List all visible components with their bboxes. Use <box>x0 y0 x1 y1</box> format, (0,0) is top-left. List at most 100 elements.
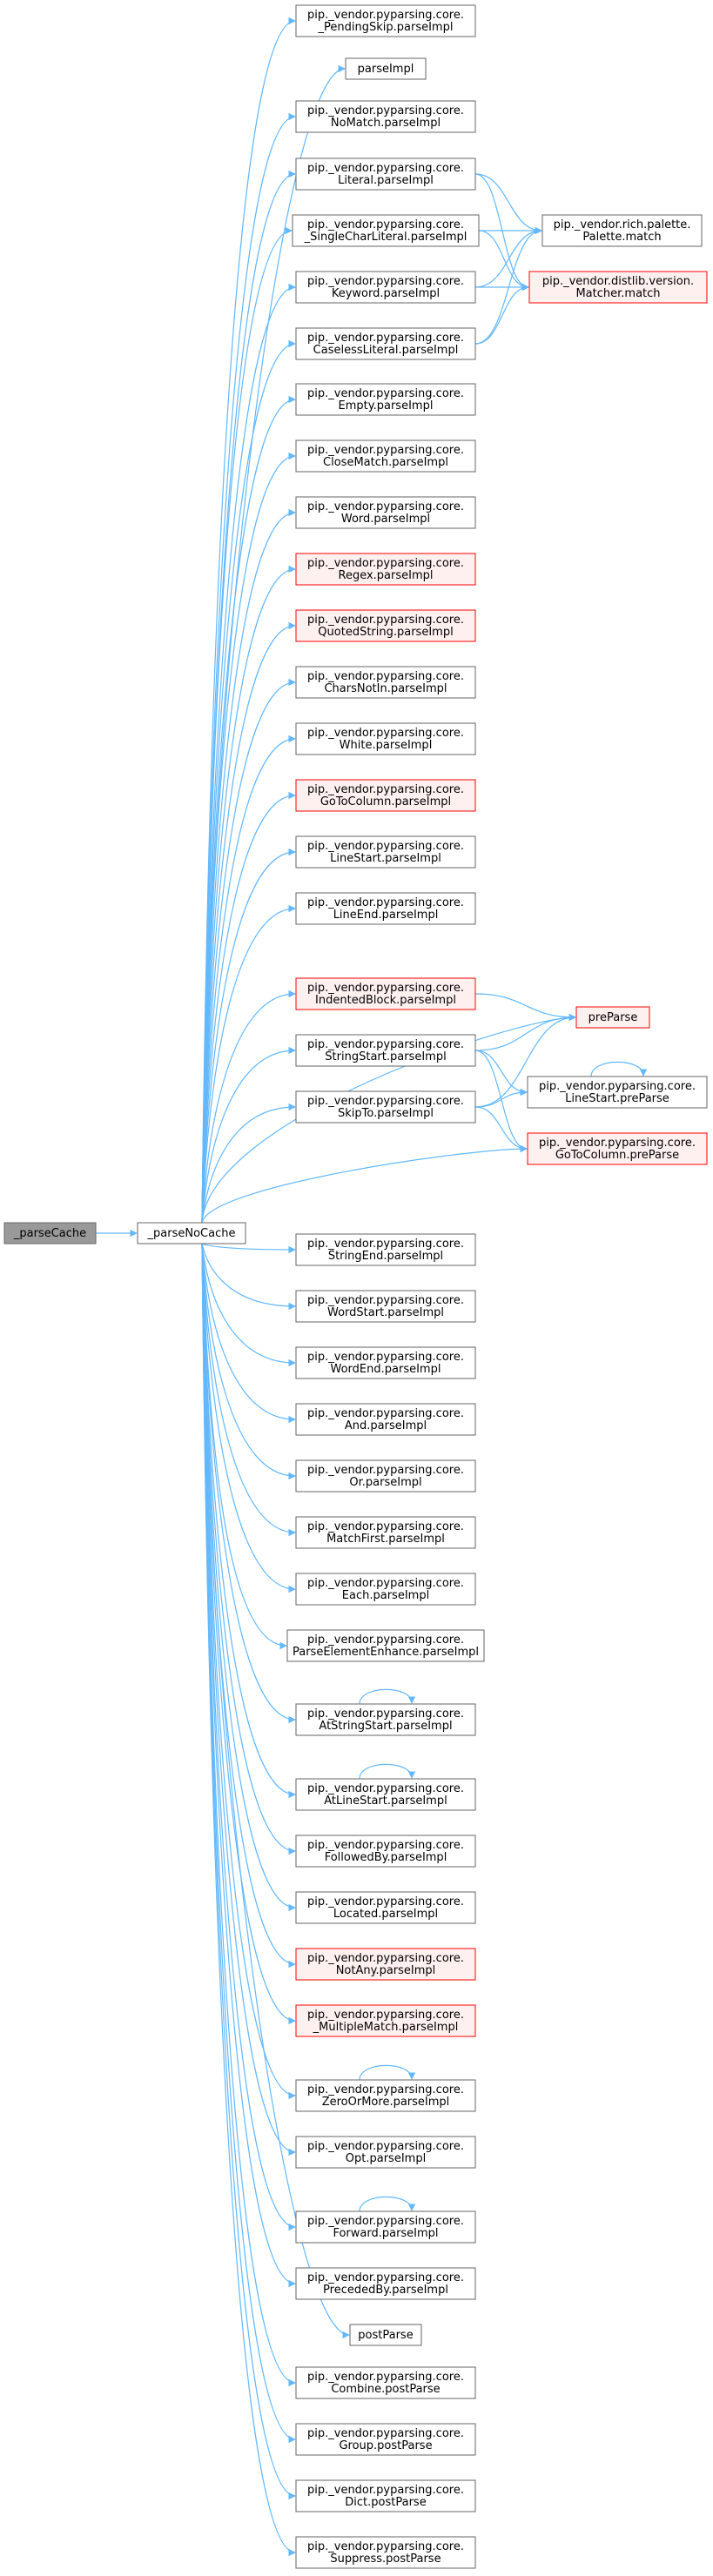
node-indented-block[interactable]: pip._vendor.pyparsing.core.IndentedBlock… <box>295 977 476 1010</box>
node-label: pip._vendor.pyparsing.core. <box>307 1294 464 1307</box>
node-word-start[interactable]: pip._vendor.pyparsing.core.WordStart.par… <box>295 1290 476 1323</box>
node-and[interactable]: pip._vendor.pyparsing.core.And.parseImpl <box>295 1403 476 1436</box>
node-box <box>345 57 427 80</box>
node-at-string-start[interactable]: pip._vendor.pyparsing.core.AtStringStart… <box>295 1703 476 1736</box>
node-each[interactable]: pip._vendor.pyparsing.core.Each.parseImp… <box>295 1573 476 1606</box>
node-keyword[interactable]: pip._vendor.pyparsing.core.Keyword.parse… <box>295 271 476 304</box>
node-label: Each.parseImpl <box>342 1589 429 1602</box>
node-label: pip._vendor.pyparsing.core. <box>307 1464 464 1477</box>
node-multiple-match[interactable]: pip._vendor.pyparsing.core._MultipleMatc… <box>295 2004 476 2037</box>
edge-line-start-pre-to-line-start-pre <box>590 1061 648 1077</box>
node-box <box>295 1516 476 1549</box>
node-dict[interactable]: pip._vendor.pyparsing.core.Dict.postPars… <box>295 2479 476 2512</box>
node-box <box>295 722 476 755</box>
node-single-char-literal[interactable]: pip._vendor.pyparsing.core._SingleCharLi… <box>292 214 480 247</box>
node-or[interactable]: pip._vendor.pyparsing.core.Or.parseImpl <box>295 1459 476 1493</box>
node-post-parse[interactable]: postParse <box>349 2324 422 2346</box>
node-label: Or.parseImpl <box>349 1476 421 1489</box>
node-match-first[interactable]: pip._vendor.pyparsing.core.MatchFirst.pa… <box>295 1516 476 1549</box>
node-combine[interactable]: pip._vendor.pyparsing.core.Combine.postP… <box>295 2366 476 2399</box>
node-chars-not-in[interactable]: pip._vendor.pyparsing.core.CharsNotIn.pa… <box>295 666 476 699</box>
node-quoted-string[interactable]: pip._vendor.pyparsing.core.QuotedString.… <box>295 609 476 642</box>
node-string-end[interactable]: pip._vendor.pyparsing.core.StringEnd.par… <box>295 1233 476 1266</box>
node-followed-by[interactable]: pip._vendor.pyparsing.core.FollowedBy.pa… <box>295 1835 476 1868</box>
node-opt[interactable]: pip._vendor.pyparsing.core.Opt.parseImpl <box>295 2136 476 2169</box>
node-label: White.parseImpl <box>340 739 433 752</box>
node-close-match[interactable]: pip._vendor.pyparsing.core.CloseMatch.pa… <box>295 439 476 473</box>
edge-parse-no-cache-to-chars-not-in <box>201 678 296 1224</box>
node-skip-to[interactable]: pip._vendor.pyparsing.core.SkipTo.parseI… <box>295 1090 476 1124</box>
node-literal[interactable]: pip._vendor.pyparsing.core.Literal.parse… <box>295 158 476 191</box>
node-parse-cache[interactable]: _parseCache <box>3 1222 97 1244</box>
node-matcher-match[interactable]: pip._vendor.distlib.version.Matcher.matc… <box>528 271 708 304</box>
node-label: pip._vendor.pyparsing.core. <box>307 2427 464 2440</box>
edge-parse-no-cache-to-line-start-impl <box>201 848 296 1224</box>
node-suppress[interactable]: pip._vendor.pyparsing.core.Suppress.post… <box>295 2536 476 2569</box>
node-label: postParse <box>358 2329 413 2342</box>
edge-string-start-to-line-start-pre <box>474 1050 528 1097</box>
node-label: _parseCache <box>13 1227 86 1240</box>
edge-parse-no-cache-to-regex <box>201 565 296 1224</box>
edge-parse-no-cache-to-word-start <box>201 1243 296 1311</box>
node-word-end[interactable]: pip._vendor.pyparsing.core.WordEnd.parse… <box>295 1346 476 1379</box>
edge-parse-no-cache-to-string-end <box>201 1243 296 1254</box>
node-label: Regex.parseImpl <box>339 569 434 582</box>
node-label: Suppress.postParse <box>330 2553 441 2566</box>
node-label: Combine.postParse <box>331 2383 440 2396</box>
edge-parse-no-cache-to-go-to-column-impl <box>201 791 296 1224</box>
node-label: LineStart.parseImpl <box>330 852 441 865</box>
node-label: pip._vendor.distlib.version. <box>542 275 694 288</box>
node-line-end[interactable]: pip._vendor.pyparsing.core.LineEnd.parse… <box>295 892 476 925</box>
node-label: pip._vendor.pyparsing.core. <box>307 614 464 627</box>
node-parse-no-cache[interactable]: _parseNoCache <box>137 1222 246 1244</box>
node-caseless-literal[interactable]: pip._vendor.pyparsing.core.CaselessLiter… <box>295 327 476 360</box>
node-string-start[interactable]: pip._vendor.pyparsing.core.StringStart.p… <box>295 1034 476 1067</box>
node-no-match[interactable]: pip._vendor.pyparsing.core.NoMatch.parse… <box>295 100 476 133</box>
node-label: _MultipleMatch.parseImpl <box>313 2021 459 2034</box>
node-label: pip._vendor.pyparsing.core. <box>307 1095 464 1108</box>
node-label: pip._vendor.pyparsing.core. <box>307 2083 464 2096</box>
node-palette-match[interactable]: pip._vendor.rich.palette.Palette.match <box>541 214 703 247</box>
edge-keyword-to-palette-match <box>474 226 542 288</box>
node-located[interactable]: pip._vendor.pyparsing.core.Located.parse… <box>295 1891 476 1924</box>
node-line-start-pre[interactable]: pip._vendor.pyparsing.core.LineStart.pre… <box>527 1076 708 1109</box>
node-at-line-start[interactable]: pip._vendor.pyparsing.core.AtLineStart.p… <box>295 1778 476 1811</box>
node-pre-parse[interactable]: preParse <box>575 1006 650 1029</box>
node-box <box>295 2479 476 2512</box>
edge-parse-no-cache-to-suppress <box>201 1243 296 2557</box>
node-label: WordEnd.parseImpl <box>331 1363 441 1376</box>
node-group[interactable]: pip._vendor.pyparsing.core.Group.postPar… <box>295 2423 476 2456</box>
edge-parse-no-cache-to-quoted-string <box>201 621 296 1224</box>
node-not-any[interactable]: pip._vendor.pyparsing.core.NotAny.parseI… <box>295 1948 476 1981</box>
node-box <box>349 2324 422 2346</box>
node-parse-element-enhance[interactable]: pip._vendor.pyparsing.core.ParseElementE… <box>286 1629 485 1662</box>
edge-forward-to-forward <box>359 2196 416 2212</box>
node-parse-impl[interactable]: parseImpl <box>345 57 427 80</box>
node-pending-skip[interactable]: pip._vendor.pyparsing.core._PendingSkip.… <box>295 4 476 37</box>
edge-string-start-to-pre-parse <box>474 1013 576 1051</box>
node-box <box>295 496 476 529</box>
node-white[interactable]: pip._vendor.pyparsing.core.White.parseIm… <box>295 722 476 755</box>
node-forward[interactable]: pip._vendor.pyparsing.core.Forward.parse… <box>295 2210 476 2244</box>
edge-parse-no-cache-to-post-parse <box>201 1243 350 2339</box>
edge-parse-no-cache-to-white <box>201 735 296 1224</box>
node-label: pip._vendor.pyparsing.core. <box>307 1520 464 1533</box>
edge-parse-no-cache-to-word-end <box>201 1243 296 1367</box>
node-zero-or-more[interactable]: pip._vendor.pyparsing.core.ZeroOrMore.pa… <box>295 2079 476 2112</box>
node-label: pip._vendor.pyparsing.core. <box>307 1707 464 1721</box>
edge-caseless-literal-to-matcher-match <box>474 283 529 345</box>
node-regex[interactable]: pip._vendor.pyparsing.core.Regex.parseIm… <box>295 553 476 586</box>
node-box <box>295 779 476 812</box>
edge-parse-no-cache-to-and <box>201 1243 296 1424</box>
node-go-to-column-pre[interactable]: pip._vendor.pyparsing.core.GoToColumn.pr… <box>527 1132 708 1165</box>
node-label: AtStringStart.parseImpl <box>319 1720 452 1733</box>
node-go-to-column-impl[interactable]: pip._vendor.pyparsing.core.GoToColumn.pa… <box>295 779 476 812</box>
node-box <box>295 1778 476 1811</box>
node-box <box>137 1222 246 1244</box>
node-empty[interactable]: pip._vendor.pyparsing.core.Empty.parseIm… <box>295 383 476 416</box>
node-box <box>295 1290 476 1323</box>
node-box <box>295 1703 476 1736</box>
node-preceded-by[interactable]: pip._vendor.pyparsing.core.PrecededBy.pa… <box>295 2267 476 2300</box>
node-word[interactable]: pip._vendor.pyparsing.core.Word.parseImp… <box>295 496 476 529</box>
node-line-start-impl[interactable]: pip._vendor.pyparsing.core.LineStart.par… <box>295 835 476 869</box>
